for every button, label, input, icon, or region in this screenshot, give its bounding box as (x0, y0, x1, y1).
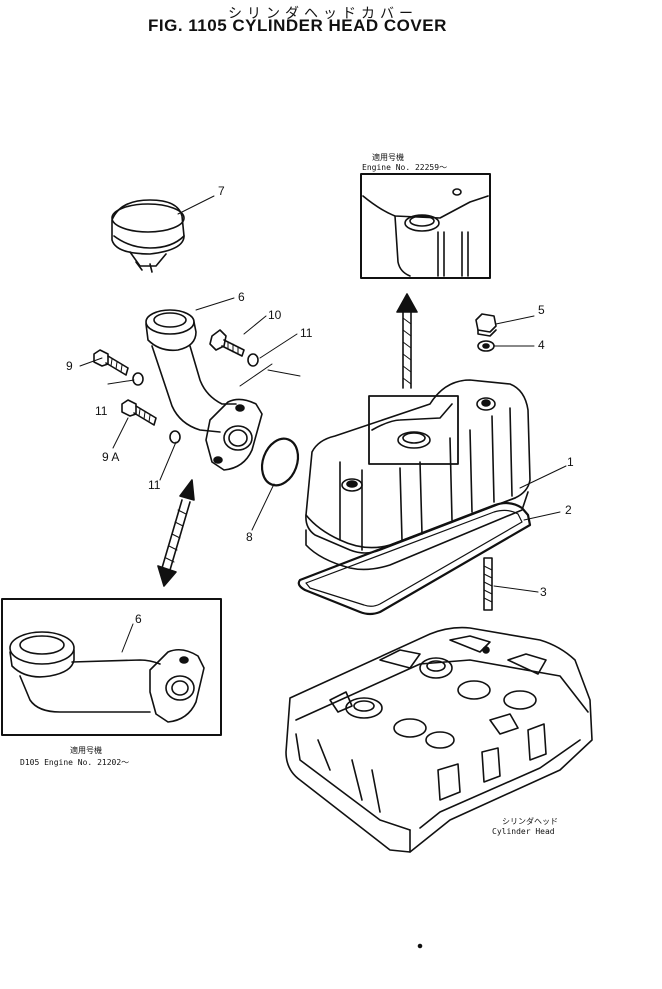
inset-left-note-japanese: 適用号機 (70, 746, 102, 755)
callout-3: 3 (540, 585, 547, 599)
callout-1: 1 (567, 455, 574, 469)
stray-mark (417, 943, 423, 949)
figure-title: FIG. 1105 CYLINDER HEAD COVER (148, 16, 447, 35)
stud-bolt (483, 557, 493, 611)
breather-cap (111, 199, 185, 273)
callout-9: 9 (66, 359, 73, 373)
inset-top-detail (360, 173, 491, 279)
callout-8: 8 (246, 530, 253, 544)
washer-11-c (169, 430, 181, 444)
callout-2: 2 (565, 503, 572, 517)
figure-title-japanese: シリンダヘッドカバー (228, 6, 418, 22)
callout-11-a: 11 (300, 326, 313, 340)
callout-4: 4 (538, 338, 545, 352)
callout-10: 10 (268, 308, 282, 322)
washer-11-b (132, 372, 144, 386)
bolt-9 (93, 349, 129, 376)
oil-filler-pipe (145, 309, 263, 471)
callout-11-b: 11 (95, 404, 108, 418)
inset-top-note-japanese: 適用号機 (372, 153, 404, 162)
cap-nut (475, 313, 497, 337)
bolt-9a (121, 399, 157, 426)
o-ring (260, 437, 300, 487)
inset-left-note: D105 Engine No. 21202～ (20, 758, 130, 767)
arrow-up (396, 293, 418, 389)
cylinder-head-cover (305, 379, 531, 571)
cylinder-head-label: Cylinder Head (492, 827, 555, 836)
callout-9a: 9 A (102, 450, 120, 464)
arrow-alternate-part (157, 479, 195, 587)
callout-6: 6 (238, 290, 245, 304)
inset-top-note: Engine No. 22259～ (362, 163, 448, 172)
bolt-10 (209, 329, 245, 357)
callout-5: 5 (538, 303, 545, 317)
leader-lines (79, 195, 567, 653)
gasket (297, 501, 532, 616)
cylinder-head-label-japanese: シリンダヘッド (502, 817, 558, 826)
inset-left-detail (1, 598, 222, 736)
cylinder-head (285, 626, 593, 853)
inset-left-part-label: 6 (135, 612, 142, 626)
callout-7: 7 (218, 184, 225, 198)
washer (477, 340, 495, 352)
callout-11-c: 11 (148, 478, 161, 492)
washer-11-a (247, 353, 259, 367)
